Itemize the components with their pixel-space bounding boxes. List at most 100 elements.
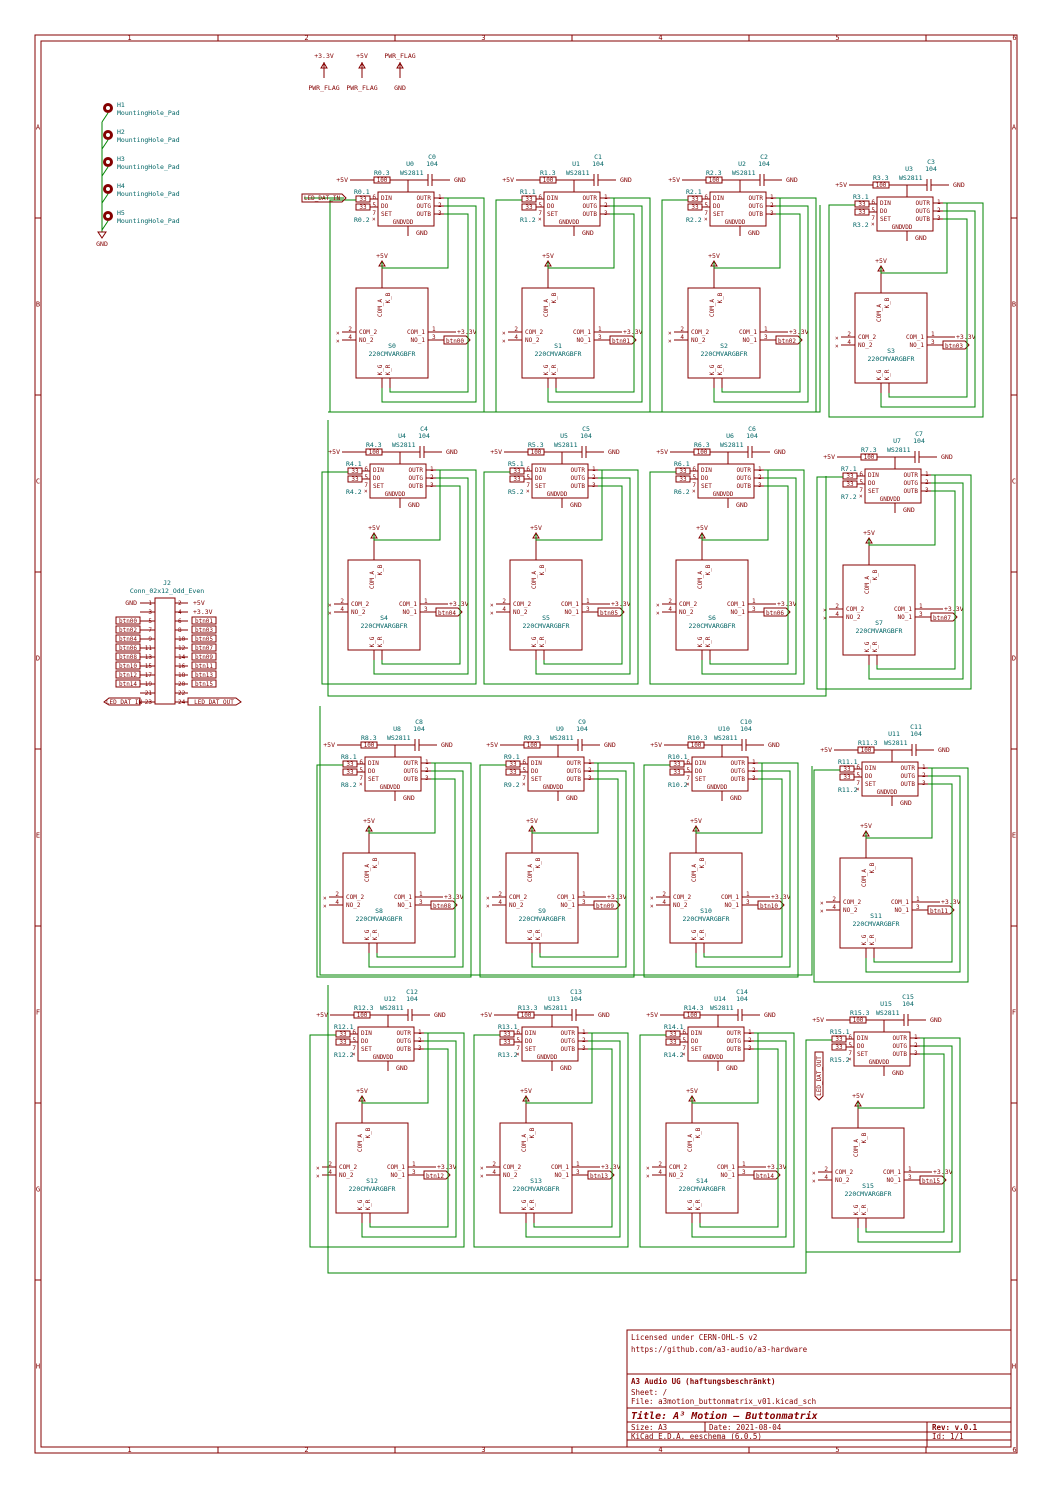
led-driver-body (377, 191, 435, 227)
net-label: btn02 (119, 627, 137, 634)
switch-ref: S9 (538, 907, 546, 915)
led-driver-pin: OUTB (417, 211, 432, 218)
switch-pin: K_R (385, 364, 392, 375)
led-driver-ref: U5 (560, 432, 568, 440)
led-driver-ref: U10 (718, 725, 730, 733)
resistor-value: 100 (864, 454, 875, 461)
no-connect-icon: × (848, 1056, 852, 1063)
pin-number: 6 (516, 1029, 520, 1036)
power-net: +5V (480, 1011, 492, 1019)
switch-pin: K_G (861, 934, 868, 945)
row-letter-left: B (36, 301, 40, 309)
led-driver-pin: DIN (531, 760, 542, 767)
row-letter-left: G (36, 1186, 40, 1194)
mounting-hole-value: MountingHole_Pad (117, 136, 180, 144)
led-driver-pin: VDD (713, 1054, 724, 1061)
led-driver-pin: OUTG (571, 475, 586, 482)
power-net: GND (570, 501, 582, 509)
led-driver-part: WS2811 (550, 734, 574, 742)
led-driver-pin: GND (393, 219, 404, 226)
led-wire-b (539, 778, 619, 958)
led-driver-pin: DIN (857, 1035, 868, 1042)
resistor-ref: R6.3 (694, 441, 710, 449)
switch-pin: COM_1 (721, 894, 739, 901)
led-driver-part: WS2811 (566, 169, 590, 177)
led-driver-pin: DIN (865, 765, 876, 772)
led-driver-pin: DIN (695, 760, 706, 767)
capacitor-value: 104 (426, 160, 438, 168)
pin-number: 6 (372, 194, 376, 201)
switch-pin: K_R (365, 1199, 372, 1210)
resistor-ref: R13.3 (518, 1004, 538, 1012)
hole-wire (101, 166, 109, 177)
resistor-ref: R11.1 (838, 758, 858, 766)
resistor-value: 100 (531, 449, 542, 456)
pin-number: 5 (359, 767, 363, 774)
pin-number: 5 (859, 479, 863, 486)
pin-number: 5 (522, 767, 526, 774)
no-connect-icon: × (650, 895, 654, 902)
connector-pin-number: 22 (178, 690, 186, 697)
switch-pin: COM_A (531, 571, 538, 589)
power-net: +5V (363, 817, 375, 825)
power-net: +3.3V (601, 1163, 621, 1171)
hole-wire (101, 139, 109, 150)
no-connect-icon: × (646, 1173, 650, 1180)
led-driver-body (853, 1031, 911, 1067)
power-net: +5V (668, 176, 680, 184)
switch-pin: K_R (695, 1199, 702, 1210)
resistor-ref: R12.2 (334, 1051, 354, 1059)
no-connect-icon: × (668, 330, 672, 337)
led-driver-body (364, 756, 422, 792)
switch-ref: S6 (708, 614, 716, 622)
power-net: GND (408, 501, 420, 509)
resistor-value: 33 (509, 761, 517, 768)
switch-pin: K_R (861, 1204, 868, 1215)
row-letter-left: C (36, 478, 40, 486)
resistor-ref: R5.1 (508, 460, 524, 468)
switch-pin: COM_A (691, 864, 698, 882)
switch-pin: NO_1 (577, 337, 592, 344)
resistor-value: 100 (687, 1012, 698, 1019)
switch-part: 220CMVARGBFR (519, 915, 566, 923)
power-net: +3.3V (437, 1163, 457, 1171)
pin-number: 7 (848, 1050, 852, 1057)
net-label: btn09 (195, 654, 213, 661)
mounting-hole-center (106, 106, 110, 110)
pin-number: 7 (704, 210, 708, 217)
net-label-box (191, 661, 217, 670)
switch-pin: COM_2 (503, 1164, 521, 1171)
net-label-box (115, 634, 141, 643)
switch-part: 220CMVARGBFR (356, 915, 403, 923)
resistor-value: 100 (377, 177, 388, 184)
power-net: GND (403, 794, 415, 802)
power-net: +5V (193, 599, 205, 607)
power-net: +5V (502, 176, 514, 184)
switch-ref: S12 (366, 1177, 378, 1185)
net-label: btn08 (433, 903, 451, 910)
net-label-box (191, 670, 217, 679)
led-driver-part: WS2811 (887, 446, 911, 454)
power-arrow-icon (358, 62, 366, 69)
row-letter-right: B (1012, 301, 1016, 309)
switch-pin: COM_1 (894, 606, 912, 613)
switch-pin: K_B (717, 292, 724, 303)
switch-pin: NO_2 (503, 1172, 518, 1179)
power-net: +5V (336, 176, 348, 184)
pin-number: 2 (668, 598, 672, 605)
led-wire-g (701, 477, 797, 675)
drawing-title: Title: A³ Motion – Buttonmatrix (631, 1410, 818, 1422)
sheet-size: Size: A3 (631, 1423, 667, 1432)
sheet-name: Sheet: / (631, 1388, 667, 1397)
pin-number: 3 (424, 606, 428, 613)
led-driver-pin: DO (373, 475, 381, 482)
led-wire-r (868, 474, 936, 546)
led-driver-body (709, 191, 767, 227)
switch-pin: K_B (372, 857, 379, 868)
net-label-box (115, 625, 141, 634)
power-net: +5V (316, 1011, 328, 1019)
switch-pin: COM_1 (573, 329, 591, 336)
led-driver-pin: OUTR (583, 195, 598, 202)
